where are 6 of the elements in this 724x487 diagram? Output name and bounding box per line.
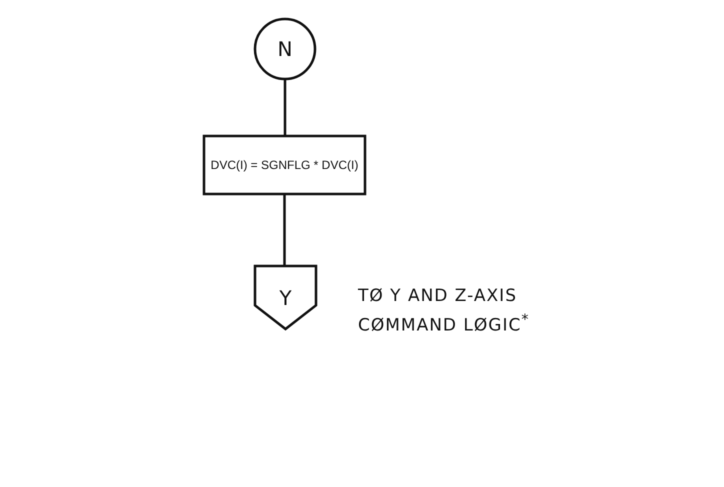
connector-label: Y xyxy=(279,286,292,310)
flow-line xyxy=(283,195,286,265)
flow-line xyxy=(284,80,286,135)
connector-label: N xyxy=(278,37,292,61)
equation-text: DVC(I) = SGNFLG * DVC(I) xyxy=(210,158,358,172)
note-text: TØ Y AND Z-AXIS CØMMAND LØGIC$^{*}$ xyxy=(358,285,530,338)
